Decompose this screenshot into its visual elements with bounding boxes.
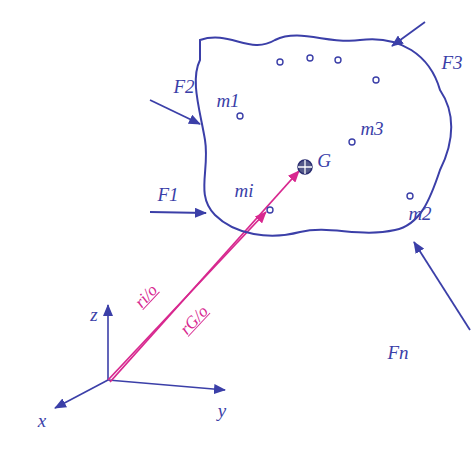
center-of-mass-label: G bbox=[317, 151, 331, 170]
vector-label: ri/o bbox=[131, 281, 160, 311]
position-vectors bbox=[108, 171, 299, 382]
axis-label: y bbox=[218, 401, 226, 420]
force-label: F2 bbox=[173, 77, 194, 96]
vector-label: rG/o bbox=[177, 302, 211, 337]
axis-label: z bbox=[90, 305, 97, 324]
mass-label: m2 bbox=[408, 204, 431, 223]
force-label: Fn bbox=[387, 343, 408, 362]
rigid-body: m1 mi Gm3 m2 bbox=[190, 25, 462, 247]
axis-label: x bbox=[38, 411, 46, 430]
mass-label: m1 bbox=[216, 91, 239, 110]
force-label: F3 bbox=[441, 53, 462, 72]
mass-label: mi bbox=[235, 181, 254, 200]
mass-label: m3 bbox=[360, 119, 383, 138]
force-label: F1 bbox=[157, 185, 178, 204]
